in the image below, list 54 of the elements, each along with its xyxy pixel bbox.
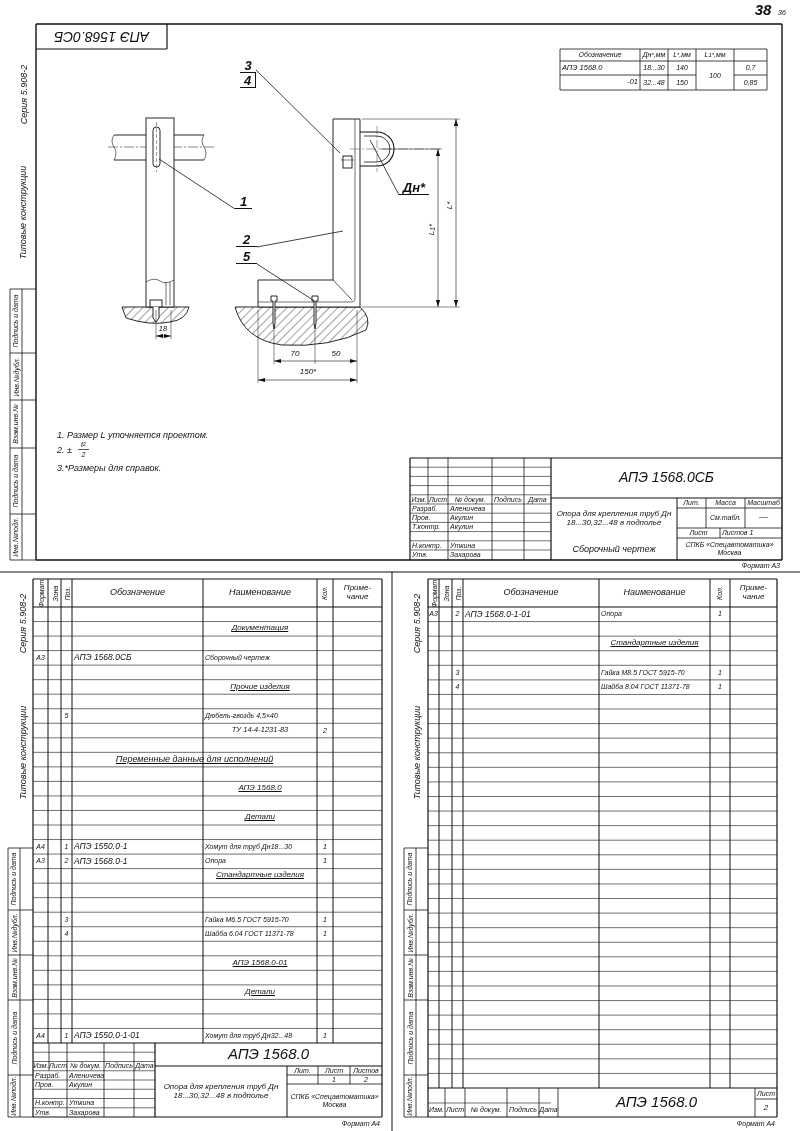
drawing-number: АПЭ 1568.0 — [226, 1044, 310, 1065]
callout-number: 5 — [236, 251, 257, 264]
section-heading: Прочие изделия — [229, 680, 291, 693]
note-text: 2. ± — [56, 444, 73, 457]
document-title: Опора для крепления труб Дн 18...30,32...48 в подполье — [555, 508, 673, 529]
dimension-text: 70 — [289, 349, 301, 359]
section-heading: Стандартные изделия — [214, 869, 306, 882]
drawing-number: АПЭ 1568.0СБ — [617, 468, 715, 488]
margin-title: Серия 5.908-2 — [17, 592, 29, 656]
section-heading: АПЭ 1568.0 — [237, 782, 283, 795]
column-header: Наименование — [227, 586, 293, 600]
leader-line — [158, 158, 236, 210]
title-block-value: — — [758, 511, 769, 525]
table-cell-text: АПЭ 1568.0СБ — [73, 651, 133, 665]
note-text: 3.*Размеры для справок. — [56, 462, 163, 475]
document-title: Опора для крепления труб Дн 18...30,32...48 в подполье — [162, 1080, 280, 1102]
column-header: Наименование — [622, 586, 687, 600]
column-header: Обозначение — [108, 586, 167, 600]
section-heading: Документация — [230, 622, 290, 635]
section-heading: Переменные данные для исполнений — [114, 752, 275, 766]
dimension-text: L* — [444, 200, 455, 211]
margin-title: Типовые конструкции — [411, 704, 423, 802]
margin-title: Типовые конструкции — [17, 164, 29, 262]
column-header: Обозначение — [502, 586, 560, 600]
callout-number: Дн* — [399, 182, 429, 195]
drawing-number: АПЭ 1568.0СБ — [53, 28, 151, 48]
dimension-text: 50 — [330, 349, 342, 359]
document-title: Сборочный чертеж — [571, 542, 657, 556]
section-heading: АПЭ 1568.0-01 — [231, 956, 289, 969]
leader-line — [255, 69, 341, 154]
column-header: Приме- чание — [738, 582, 769, 603]
table-cell-text: АПЭ 1550.0-1-01 — [73, 1029, 141, 1043]
page-number: 38 — [753, 0, 773, 20]
section-heading: Детали — [243, 811, 276, 824]
section-heading: Детали — [243, 985, 276, 998]
table-cell-text: АПЭ 1568.0-1-01 — [464, 607, 532, 621]
leader-line — [369, 139, 400, 196]
callout-number: 4 — [240, 73, 256, 88]
section-heading: Стандартные изделия — [609, 637, 700, 649]
drawing-number: АПЭ 1568.0 — [614, 1092, 698, 1113]
callout-number: 3 — [240, 58, 256, 73]
table-cell-text: АПЭ 1568.0-1 — [73, 854, 129, 868]
margin-title: Серия 5.908-2 — [17, 63, 30, 126]
title-block-value: 2 — [762, 1101, 770, 1114]
leader-line — [256, 230, 344, 248]
note-text: 1. Размер L уточняется проектом. — [56, 429, 210, 442]
dimension-text: 150* — [298, 367, 318, 378]
callout-number: 1 — [235, 196, 252, 209]
table-cell-text: АПЭ 1550.0-1 — [73, 840, 129, 854]
column-header: Приме- чание — [342, 582, 373, 603]
leader-line — [256, 263, 317, 303]
margin-title: Типовые конструкции — [17, 704, 29, 802]
callout-number: 2 — [236, 234, 257, 247]
margin-title: Серия 5.908-2 — [411, 592, 423, 656]
